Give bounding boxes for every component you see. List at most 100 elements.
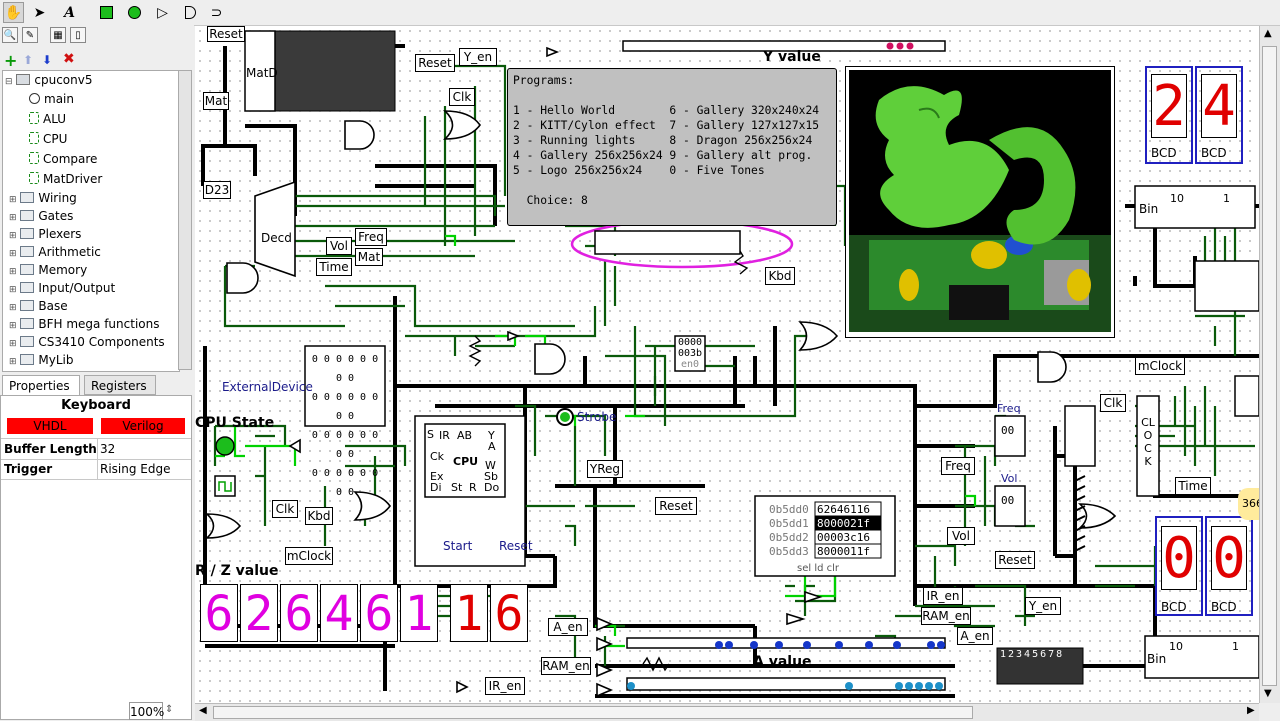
tree-lib-wiring[interactable]: ⊞ Wiring bbox=[9, 191, 77, 205]
pin-clk[interactable]: Clk bbox=[449, 88, 475, 106]
pin-a-en[interactable]: A_en bbox=[548, 618, 588, 636]
strobe-label: Strobe bbox=[577, 410, 617, 424]
scroll-left-icon[interactable]: ◀ bbox=[199, 705, 207, 716]
tree-lib-bfh[interactable]: ⊞ BFH mega functions bbox=[9, 317, 160, 331]
pin-reset-3[interactable]: Reset bbox=[655, 497, 697, 515]
pin-ir-en[interactable]: IR_en bbox=[485, 677, 525, 695]
pin-kbd[interactable]: Kbd bbox=[765, 267, 795, 285]
tty-terminal[interactable]: Programs: 1 - Hello World 6 - Gallery 32… bbox=[507, 68, 837, 226]
explorer-tree[interactable]: ⊟ cpuconv5 main ALU CPU Compare MatDrive… bbox=[2, 70, 180, 372]
vertical-scroll-thumb[interactable] bbox=[1262, 46, 1277, 686]
or-gate-tool-icon[interactable]: ⊃ bbox=[210, 4, 223, 21]
reset-label: Reset bbox=[499, 539, 533, 553]
move-up-icon[interactable]: ⬆ bbox=[23, 53, 34, 67]
tree-circuit-compare[interactable]: Compare bbox=[29, 150, 97, 168]
input-pin-tool-icon[interactable] bbox=[96, 2, 117, 23]
hand-tool-icon[interactable]: ✋ bbox=[3, 2, 24, 23]
canvas-vertical-scrollbar[interactable]: ▲ ▼ bbox=[1259, 26, 1280, 703]
vol-reg-label: Vol bbox=[1001, 472, 1018, 485]
tree-lib-memory[interactable]: ⊞ Memory bbox=[9, 263, 88, 277]
pin-y-en-2[interactable]: Y_en bbox=[1025, 597, 1061, 615]
explorer-scrollbar[interactable] bbox=[178, 70, 192, 370]
vhdl-button[interactable]: VHDL bbox=[7, 418, 93, 434]
tree-circuit-matdriver[interactable]: MatDriver bbox=[29, 170, 102, 188]
bcd-label: BCD bbox=[1211, 600, 1237, 614]
tree-circuit-alu[interactable]: ALU bbox=[29, 110, 66, 128]
pin-kbd-2[interactable]: Kbd bbox=[305, 507, 333, 525]
a-value-label: A value bbox=[753, 654, 812, 670]
trigger-value[interactable]: Rising Edge bbox=[97, 459, 192, 479]
tree-lib-plexers[interactable]: ⊞ Plexers bbox=[9, 227, 82, 241]
pin-mclock-2[interactable]: mClock bbox=[1135, 357, 1185, 375]
pin-vol[interactable]: Vol bbox=[326, 237, 352, 255]
properties-title: Keyboard bbox=[61, 398, 131, 413]
pin-reset-4[interactable]: Reset bbox=[995, 551, 1035, 569]
zoom-tool-icon[interactable]: 🔍 bbox=[2, 27, 18, 43]
bottom-value-leds bbox=[625, 681, 945, 691]
pin-d23[interactable]: D23 bbox=[203, 181, 231, 199]
tab-properties[interactable]: Properties bbox=[2, 375, 80, 395]
tree-lib-gates[interactable]: ⊞ Gates bbox=[9, 209, 74, 223]
tree-lib-io[interactable]: ⊞ Input/Output bbox=[9, 281, 116, 295]
pin-mat[interactable]: Mat bbox=[203, 92, 229, 110]
pin-a-en-2[interactable]: A_en bbox=[957, 627, 993, 645]
canvas-horizontal-scrollbar[interactable]: ◀ ▶ bbox=[195, 703, 1259, 721]
dip-switch-labels[interactable]: 12345678 bbox=[1000, 649, 1065, 660]
pin-time-2[interactable]: Time bbox=[1175, 477, 1211, 495]
pin-mclock[interactable]: mClock bbox=[285, 547, 333, 565]
edit-appearance-icon[interactable]: ✎ bbox=[22, 27, 38, 43]
text-tool-icon[interactable]: A bbox=[64, 4, 75, 21]
tree-lib-arithmetic[interactable]: ⊞ Arithmetic bbox=[9, 245, 101, 259]
tree-circuit-main[interactable]: main bbox=[29, 90, 74, 108]
tree-lib-mylib[interactable]: ⊞ MyLib bbox=[9, 353, 74, 367]
tree-lib-base[interactable]: ⊞ Base bbox=[9, 299, 68, 313]
pin-clk-2[interactable]: Clk bbox=[272, 500, 298, 518]
pin-clk-3[interactable]: Clk bbox=[1100, 394, 1126, 412]
simulate-icon[interactable]: ▦ bbox=[50, 27, 66, 43]
tree-lib-cs3410[interactable]: ⊞ CS3410 Components bbox=[9, 335, 165, 349]
bin-ones-top: 1 bbox=[1223, 192, 1230, 205]
circuit-canvas[interactable]: Programs: 1 - Hello World 6 - Gallery 32… bbox=[195, 26, 1259, 703]
horizontal-scroll-thumb[interactable] bbox=[213, 706, 973, 719]
and-gate-tool-icon[interactable] bbox=[180, 2, 201, 23]
select-tool-icon[interactable]: ➤ bbox=[33, 4, 46, 21]
pin-yreg[interactable]: YReg bbox=[587, 460, 623, 478]
layout-icon[interactable]: ▯ bbox=[70, 27, 86, 43]
pin-ram-en-2[interactable]: RAM_en bbox=[921, 607, 971, 625]
add-circuit-icon[interactable]: + bbox=[4, 51, 18, 70]
pin-vol-2[interactable]: Vol bbox=[947, 527, 975, 545]
cpu-port-ex: Ex bbox=[430, 470, 444, 483]
pin-freq-2[interactable]: Freq bbox=[941, 457, 975, 475]
tab-registers[interactable]: Registers bbox=[84, 375, 156, 395]
pin-mat-2[interactable]: Mat bbox=[355, 248, 383, 266]
pin-freq[interactable]: Freq bbox=[355, 228, 387, 246]
buffer-length-value[interactable]: 32 bbox=[97, 439, 192, 459]
pin-y-en-top[interactable]: Y_en bbox=[459, 48, 497, 66]
panel-tabs: Properties Registers bbox=[0, 375, 192, 395]
bcd-display-top: 2 4 BCD BCD bbox=[1145, 66, 1245, 166]
pin-ir-en-2[interactable]: IR_en bbox=[923, 587, 963, 605]
pin-reset-top[interactable]: Reset bbox=[207, 26, 245, 42]
tree-project[interactable]: ⊟ cpuconv5 bbox=[5, 73, 93, 87]
delete-icon[interactable]: ✖ bbox=[63, 51, 75, 67]
external-device-label: ExternalDevice bbox=[222, 380, 313, 394]
tree-circuit-cpu[interactable]: CPU bbox=[29, 130, 67, 148]
scroll-down-icon[interactable]: ▼ bbox=[1264, 688, 1272, 699]
move-down-icon[interactable]: ⬇ bbox=[42, 53, 53, 67]
folder-icon bbox=[16, 74, 31, 85]
bcd-top-digit-0: 2 bbox=[1151, 74, 1187, 139]
ram-values[interactable]: 62646116 8000021f 00003c16 8000011f bbox=[817, 503, 870, 558]
zoom-field[interactable]: 100% bbox=[129, 702, 164, 720]
cpu-port-sb: Sb bbox=[484, 470, 498, 483]
vol-register-value: 00 bbox=[1001, 494, 1015, 507]
y-value-label: Y value bbox=[763, 49, 821, 65]
pin-reset-2[interactable]: Reset bbox=[415, 54, 455, 72]
output-pin-tool-icon[interactable] bbox=[124, 2, 145, 23]
not-gate-tool-icon[interactable]: ▷ bbox=[157, 4, 168, 21]
pin-ram-en[interactable]: RAM_en bbox=[541, 657, 591, 675]
pin-time[interactable]: Time bbox=[316, 258, 352, 276]
scroll-right-icon[interactable]: ▶ bbox=[1247, 705, 1255, 716]
verilog-button[interactable]: Verilog bbox=[101, 418, 185, 434]
zoom-spinner-icon[interactable]: ⇕ bbox=[165, 704, 174, 715]
scroll-up-icon[interactable]: ▲ bbox=[1264, 28, 1272, 39]
